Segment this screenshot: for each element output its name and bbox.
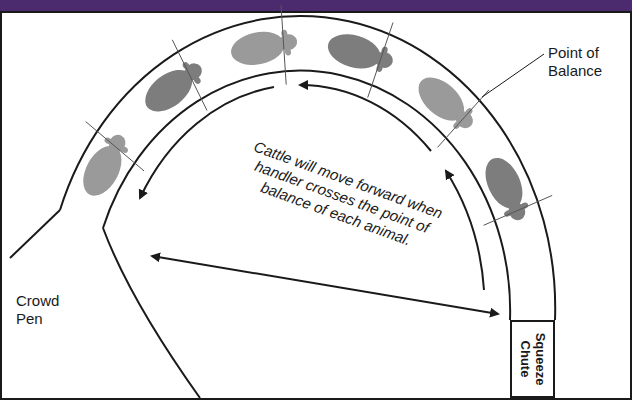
squeeze-chute-box: Squeeze Chute — [510, 320, 555, 398]
box-label: Squeeze Chute — [518, 324, 548, 394]
chute-outer-wall — [60, 16, 555, 320]
cow-body — [75, 139, 129, 202]
cow-head — [452, 108, 476, 132]
cow-body — [324, 29, 385, 75]
cow-figure — [324, 29, 397, 78]
cow-figure — [138, 54, 211, 120]
handler-path-arrow — [152, 256, 498, 314]
cow-ear — [281, 29, 288, 38]
top-bar — [0, 0, 632, 11]
cow-body — [228, 27, 287, 69]
area-label: Crowd Pen — [16, 292, 76, 328]
cow-figure — [228, 25, 300, 70]
cow-figure — [75, 128, 135, 202]
frame — [1, 12, 631, 399]
callout-label: Point of Balance — [548, 44, 620, 80]
balance-line — [172, 40, 207, 111]
cow-ear — [284, 47, 291, 56]
cow-body — [478, 152, 530, 214]
balance-line — [438, 90, 489, 147]
movement-arrow — [446, 171, 484, 290]
cow-ear — [181, 61, 191, 71]
balance-line — [281, 5, 286, 85]
balance-line — [368, 23, 393, 98]
balance-line — [86, 122, 144, 171]
cow-figure — [411, 69, 482, 138]
leader-line — [482, 54, 544, 97]
crowd-pen-wall — [103, 228, 200, 398]
crowd-pen-wall — [10, 210, 60, 258]
movement-arrow — [300, 85, 431, 151]
balance-line — [484, 195, 553, 225]
cow-head — [181, 60, 205, 84]
cow-ear — [119, 145, 129, 154]
